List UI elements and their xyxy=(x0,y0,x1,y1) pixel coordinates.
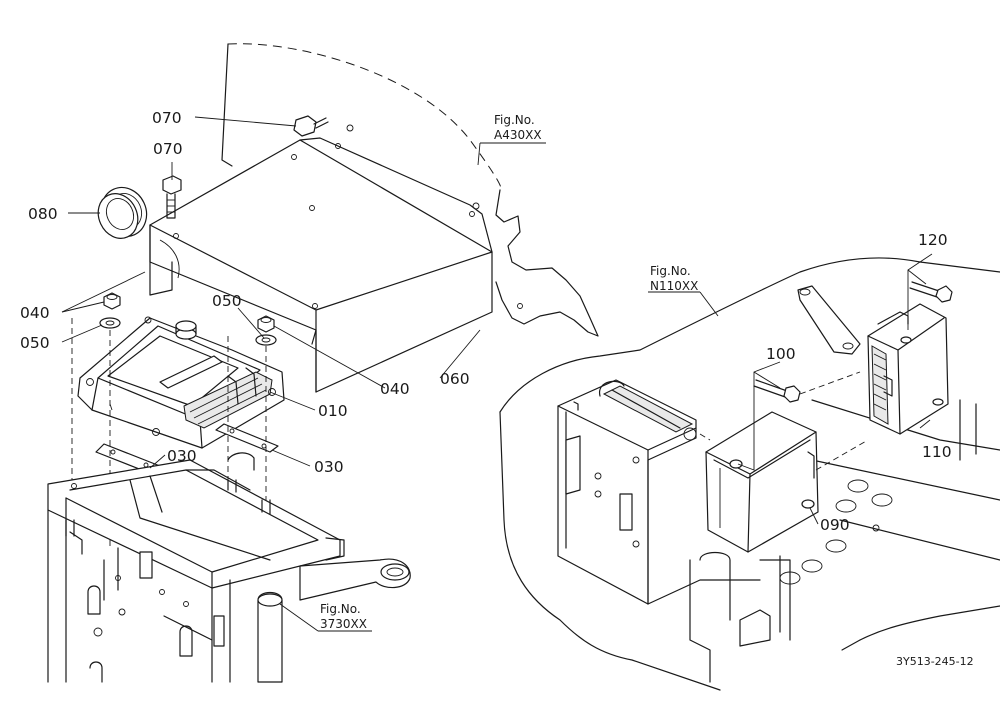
cover-060 xyxy=(149,137,493,393)
label-070-top: 070 xyxy=(152,109,182,127)
controller-010 xyxy=(77,316,285,449)
label-030-left: 030 xyxy=(167,447,197,465)
nut-040-left xyxy=(103,292,121,310)
washer-050-left xyxy=(99,317,121,329)
fig-ref-3730-caption: Fig.No. xyxy=(320,602,361,616)
label-080: 080 xyxy=(28,205,58,223)
figure-references: Fig.No. A430XX Fig.No. N110XX Fig.No. 37… xyxy=(320,113,974,668)
bolt-070-vertical xyxy=(162,175,182,219)
bolt-070-top xyxy=(293,115,329,137)
mounting-bracket-right xyxy=(557,379,697,605)
fig-ref-n110-caption: Fig.No. xyxy=(650,264,691,278)
label-040-right: 040 xyxy=(380,380,410,398)
frame-assembly xyxy=(47,452,411,683)
label-050-right: 050 xyxy=(212,292,242,310)
module-090 xyxy=(705,411,819,553)
label-100: 100 xyxy=(766,345,796,363)
label-010: 010 xyxy=(318,402,348,420)
assembly-lines-right xyxy=(699,371,869,471)
right-panel-outline xyxy=(499,257,1000,691)
fig-ref-3730-number: 3730XX xyxy=(320,617,367,631)
rear-panel-outline xyxy=(221,43,599,337)
label-110: 110 xyxy=(922,443,952,461)
fig-ref-n110-number: N110XX xyxy=(650,279,698,293)
floor-frame-right xyxy=(647,399,1000,683)
bolt-100 xyxy=(753,379,801,403)
label-070-vertical: 070 xyxy=(153,140,183,158)
leader-lines-right xyxy=(648,253,933,525)
grommet-080 xyxy=(97,186,148,239)
drawing-code: 3Y513-245-12 xyxy=(896,655,974,668)
label-120: 120 xyxy=(918,231,948,249)
label-030-right: 030 xyxy=(314,458,344,476)
fig-ref-a430-number: A430XX xyxy=(494,128,542,142)
bracket-arm xyxy=(797,285,861,355)
part-number-labels: 070 070 080 040 050 050 040 060 010 030 … xyxy=(20,109,952,534)
label-090: 090 xyxy=(820,516,850,534)
fig-ref-a430-caption: Fig.No. xyxy=(494,113,535,127)
module-110 xyxy=(867,303,949,435)
label-040-left: 040 xyxy=(20,304,50,322)
plate-030-right xyxy=(215,423,279,453)
leader-lines-left xyxy=(61,116,546,632)
nut-040-right xyxy=(257,315,275,333)
washer-050-right xyxy=(255,334,277,346)
label-060: 060 xyxy=(440,370,470,388)
bolt-120 xyxy=(909,281,953,303)
label-050-left: 050 xyxy=(20,334,50,352)
